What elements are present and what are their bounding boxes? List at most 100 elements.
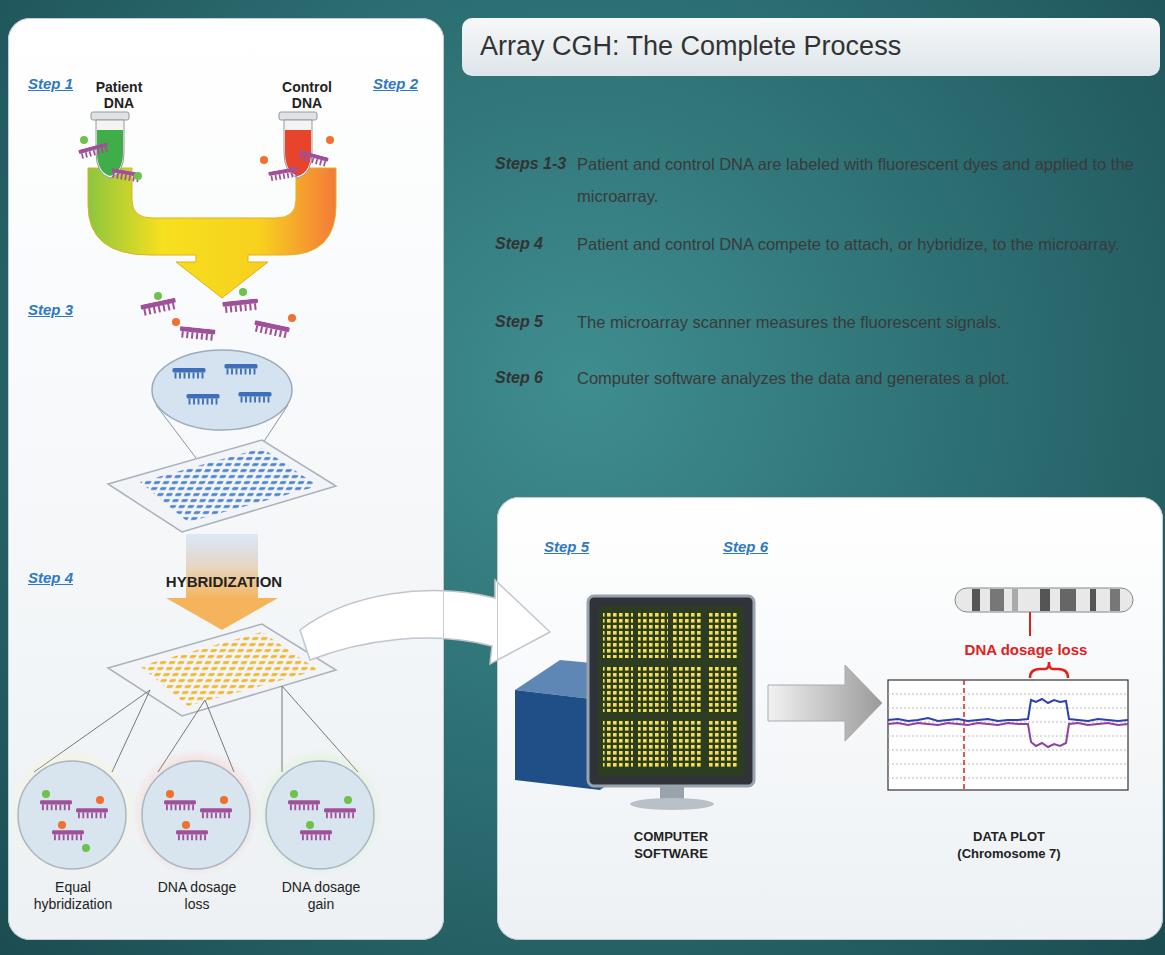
monitor xyxy=(588,596,754,786)
merge-arrow xyxy=(88,168,336,298)
step-label: Step 3 xyxy=(28,301,73,318)
dna-fragments xyxy=(326,136,334,144)
step-label: Step 4 xyxy=(28,569,73,586)
callout-label: DNA dosage loss xyxy=(956,641,1096,658)
microarray-slide xyxy=(108,440,336,532)
plot-label: DATA PLOT (Chromosome 7) xyxy=(939,828,1079,862)
test-tubes xyxy=(279,112,317,120)
leader-lines xyxy=(112,690,150,772)
monitor xyxy=(638,666,668,712)
result-label: DNA dosage loss xyxy=(147,879,247,913)
tube-label: Control DNA xyxy=(273,79,341,111)
dna-fragments xyxy=(298,150,329,167)
chromosome-ideogram xyxy=(955,588,1133,678)
spot-circles xyxy=(52,830,84,840)
microarray-zoom xyxy=(239,392,272,403)
hybridization-arrow xyxy=(186,534,258,600)
monitor xyxy=(638,612,668,658)
dna-fragments xyxy=(78,136,334,341)
microarray-zoom xyxy=(152,350,292,430)
spot-circles xyxy=(76,808,108,818)
monitor xyxy=(638,720,668,768)
process-arrow xyxy=(768,665,882,741)
dna-fragments xyxy=(80,136,88,144)
result-label: DNA dosage gain xyxy=(271,879,371,913)
step-label: Step 1 xyxy=(28,75,73,92)
dna-fragments xyxy=(134,172,142,180)
title-text: Array CGH: The Complete Process xyxy=(480,31,901,62)
dna-fragments xyxy=(140,298,177,317)
spot-circles xyxy=(220,796,228,804)
panel-grounds xyxy=(462,18,1160,76)
spot-circles xyxy=(18,761,126,869)
hybridized-slide xyxy=(140,632,318,706)
test-tubes xyxy=(91,112,317,178)
test-tubes xyxy=(96,120,124,178)
step-label: Step 6 xyxy=(495,362,543,394)
chromosome-ideogram xyxy=(1040,589,1050,611)
data-plot xyxy=(888,723,1128,747)
data-plot xyxy=(888,699,1128,721)
spot-circles xyxy=(82,844,90,852)
dna-fragments xyxy=(154,292,162,300)
monitor xyxy=(603,666,633,712)
test-tubes xyxy=(91,112,129,120)
chromosome-ideogram xyxy=(1012,589,1018,611)
dna-fragments xyxy=(110,168,141,183)
panel-grounds xyxy=(497,497,1163,940)
spot-circles xyxy=(8,748,136,876)
spot-circles xyxy=(200,808,232,818)
microarray-slide xyxy=(140,448,318,522)
chromosome-ideogram xyxy=(1110,589,1120,611)
spot-circles xyxy=(344,796,352,804)
dna-fragments xyxy=(222,298,259,313)
data-plot xyxy=(963,680,965,790)
step-label: Step 2 xyxy=(373,75,418,92)
chromosome-ideogram xyxy=(955,588,1133,612)
hybridized-slide xyxy=(108,624,336,716)
process-label: HYBRIDIZATION xyxy=(144,573,304,590)
result-label: Equal hybridization xyxy=(23,879,123,913)
analysis-panel: Step 5 Step 6 DNA dosage lossCOMPUTER SOFT… xyxy=(497,497,1163,940)
chromosome-ideogram xyxy=(972,589,980,611)
transfer-arrow xyxy=(300,580,550,664)
spot-circles xyxy=(166,790,174,798)
data-plot xyxy=(888,680,1128,790)
spot-circles xyxy=(40,800,72,810)
spot-circles xyxy=(306,821,314,829)
microarray-zoom xyxy=(187,394,220,405)
spot-circles xyxy=(300,830,332,840)
monitor xyxy=(708,666,738,712)
merge-arrow xyxy=(88,168,336,298)
dna-fragments xyxy=(288,314,296,322)
spot-circles xyxy=(290,790,298,798)
spot-circles xyxy=(96,796,104,804)
dna-fragments xyxy=(253,320,290,339)
spot-circles xyxy=(176,830,208,840)
step-description: Patient and control DNA compete to attac… xyxy=(577,228,1147,260)
spot-circles xyxy=(142,761,250,869)
step-label: Step 6 xyxy=(723,538,768,555)
dna-fragments xyxy=(172,318,180,326)
spot-circles xyxy=(42,790,50,798)
chromosome-ideogram xyxy=(1029,612,1031,636)
step-label: Step 5 xyxy=(544,538,589,555)
dna-fragments xyxy=(260,156,268,164)
monitor xyxy=(673,666,703,712)
monitor xyxy=(598,606,744,776)
chromosome-ideogram xyxy=(1090,589,1096,611)
step-label: Steps 1-3 xyxy=(495,148,566,180)
data-plot xyxy=(888,694,1128,778)
monitor xyxy=(708,612,738,658)
microarray-zoom xyxy=(173,368,206,379)
step-label: Step 4 xyxy=(495,228,543,260)
hybridized-slide xyxy=(108,624,336,716)
step-description: Patient and control DNA are labeled with… xyxy=(577,148,1147,212)
device-label: COMPUTER SOFTWARE xyxy=(601,828,741,862)
spot-circles xyxy=(324,808,356,818)
monitor xyxy=(673,612,703,658)
panel-grounds xyxy=(8,18,444,940)
spot-circles xyxy=(8,748,384,876)
dna-fragments xyxy=(179,326,216,341)
